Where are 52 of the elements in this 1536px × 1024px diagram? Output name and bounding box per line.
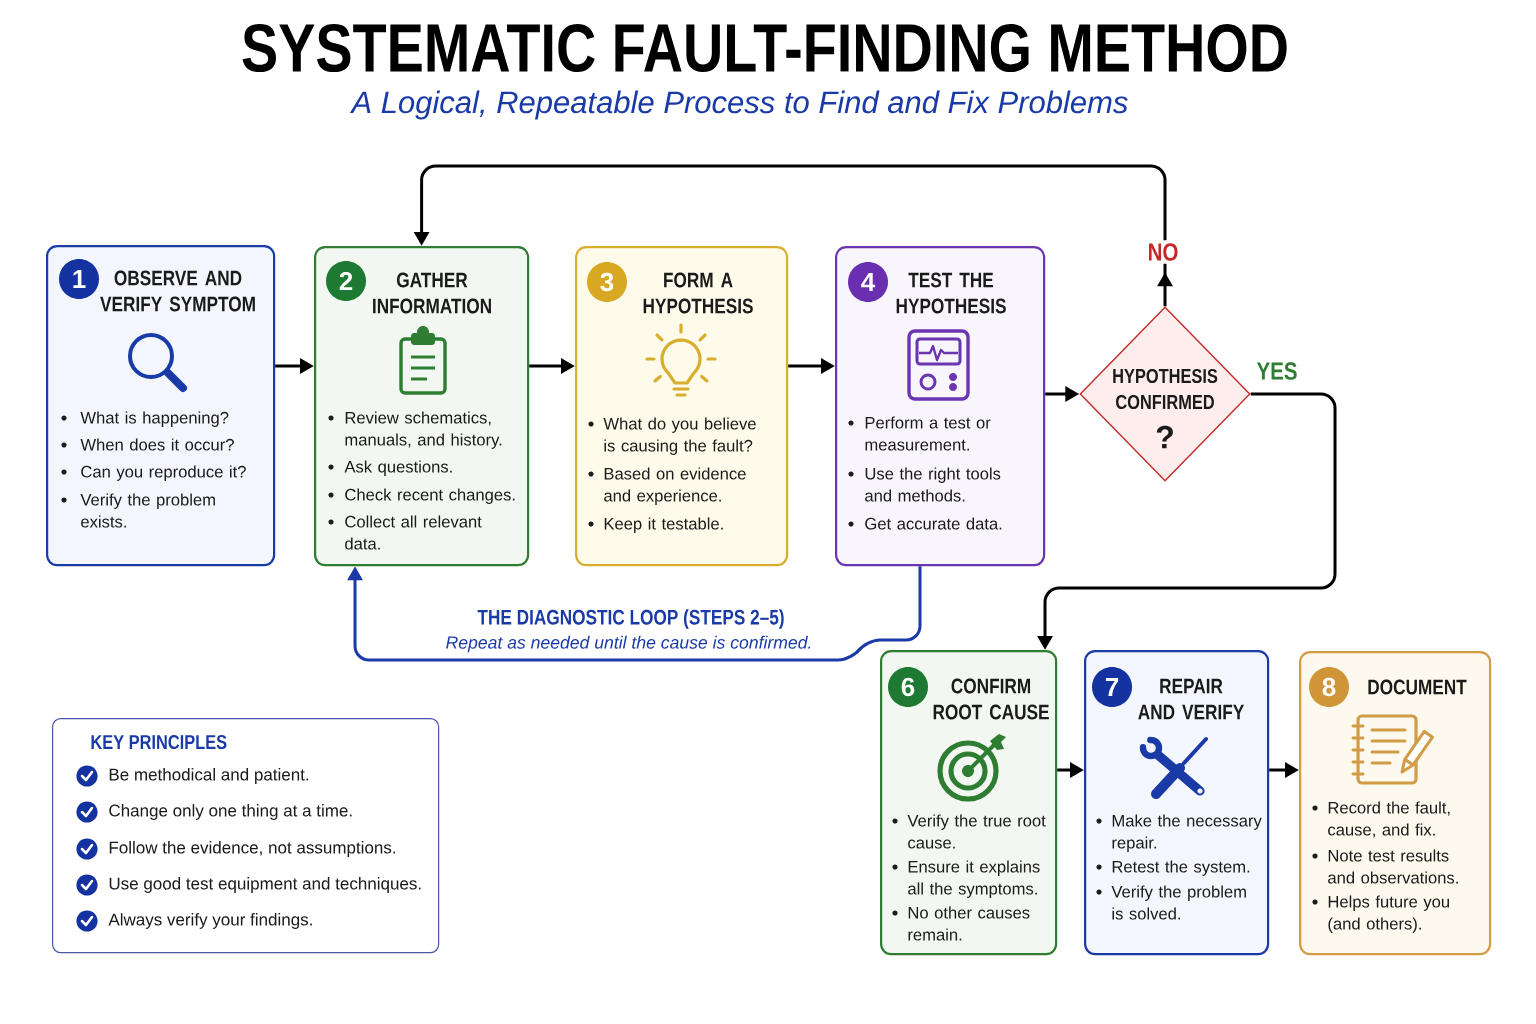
bullet-text: Review schematics, manuals, and history. (345, 411, 502, 449)
principle-text: Be methodical and patient. (109, 768, 309, 784)
bullet-text: Based on evidence and experience. (604, 467, 746, 505)
bullet-text: No other causes remain. (908, 906, 1030, 941)
question-mark: ? (1156, 425, 1173, 449)
step-heading: DOCUMENT (1368, 679, 1467, 695)
note-text: Repeat as needed until the cause is confirmed. (446, 635, 811, 653)
bullet-text: Perform a test or measurement. (865, 416, 991, 451)
step-heading: TEST THE HYPOTHESIS (896, 272, 1006, 314)
bullet-text: Can you reproduce it? (81, 465, 246, 481)
bullet-text: Collect all relevant data. (345, 515, 482, 550)
number-badge: 8 (1309, 667, 1349, 707)
principle-text: Change only one thing at a time. (109, 804, 352, 820)
number-badge: 1 (59, 259, 99, 299)
bullet-text: Get accurate data. (865, 517, 1002, 530)
step-heading: FORM A HYPOTHESIS (643, 272, 753, 314)
bullet-text: Verify the problem is solved. (1111, 885, 1246, 920)
bullet-text: Ensure it explains all the symptoms. (908, 860, 1040, 898)
bullet-text: What do you believe is causing the fault? (603, 417, 756, 455)
number-badge: 7 (1092, 667, 1132, 707)
number-badge: 6 (888, 667, 928, 707)
bullet-text: Verify the true root cause. (907, 814, 1046, 849)
bullet-text: Keep it testable. (604, 517, 723, 533)
bullet-text: Make the necessary repair. (1112, 814, 1262, 852)
bullet-text: Verify the problem exists. (80, 493, 215, 528)
title: SYSTEMATIC FAULT-FINDING METHOD (242, 23, 1287, 73)
bullet-text: What is happening? (80, 411, 229, 427)
bullet-text: Ask questions. (344, 460, 452, 476)
bullet-text: Record the fault, cause, and fix. (1328, 801, 1450, 838)
step-heading: CONFIRM ROOT CAUSE (933, 678, 1049, 720)
arrow (347, 566, 922, 662)
edge-label: NO (1144, 240, 1182, 264)
principle-text: Always verify your findings. (108, 913, 312, 929)
decision-text: HYPOTHESIS CONFIRMED (1113, 368, 1218, 410)
bullet-text: Note test results and observations. (1328, 849, 1458, 884)
step-heading: REPAIR AND VERIFY (1138, 678, 1244, 720)
bullet-text: Retest the system. (1112, 860, 1250, 876)
step-heading: OBSERVE AND VERIFY SYMPTOM (100, 270, 255, 312)
number-badge: 2 (326, 261, 366, 301)
bullet-text: Use the right tools and methods. (865, 467, 1001, 502)
number-badge: 4 (848, 262, 888, 302)
bullet-text: Helps future you (and others). (1328, 895, 1449, 933)
step-heading: GATHER INFORMATION (373, 272, 491, 314)
panel-heading: KEY PRINCIPLES (91, 734, 227, 750)
edge-label: THE DIAGNOSTIC LOOP (STEPS 2–5) (474, 606, 788, 632)
bullet-text: When does it occur? (80, 438, 234, 451)
number-badge: 3 (587, 262, 627, 302)
principle-text: Use good test equipment and techniques. (109, 877, 421, 893)
edge-label: YES (1253, 359, 1301, 383)
bullet-text: Check recent changes. (345, 488, 515, 504)
principle-text: Follow the evidence, not assumptions. (109, 841, 395, 857)
subtitle: A Logical, Repeatable Process to Find and Fix Problems (349, 90, 1128, 120)
